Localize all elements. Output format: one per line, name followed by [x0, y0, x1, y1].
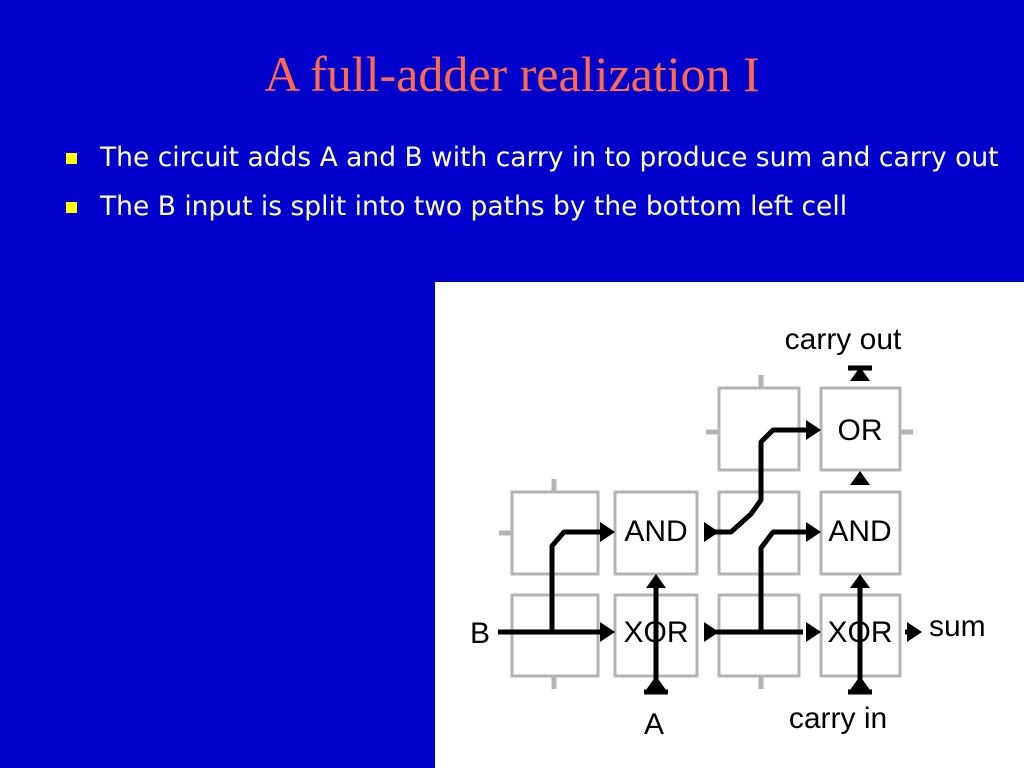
square-bullet-icon	[66, 202, 77, 213]
arrow-right	[806, 622, 821, 642]
arrow-right	[907, 622, 922, 642]
full-adder-svg: OR AND AND XOR XOR	[470, 323, 986, 741]
arrow-up	[850, 574, 870, 588]
cell-stubs	[499, 375, 913, 689]
arrow-up	[646, 676, 666, 690]
arrow-up	[646, 574, 666, 588]
wires	[498, 372, 911, 690]
io-labels: carry out sum carry in A B	[470, 323, 986, 741]
input-a-label: A	[644, 708, 664, 741]
arrow-right	[806, 420, 821, 440]
cell-and-right	[819, 490, 902, 576]
arrow-right	[704, 522, 719, 542]
cell-or	[819, 386, 902, 472]
wire-and-to-or	[712, 427, 813, 535]
arrowheads	[600, 365, 922, 695]
wire-b-split	[549, 529, 607, 632]
arrow-right	[600, 522, 615, 542]
sum-label: sum	[929, 610, 986, 643]
arrow-up	[850, 367, 870, 381]
bullet-item: The circuit adds A and B with carry in t…	[62, 138, 1022, 177]
bullet-item: The B input is split into two paths by t…	[62, 187, 1022, 226]
cell-bottom-left	[510, 593, 600, 678]
carry-in-label: carry in	[789, 702, 887, 735]
cell-label: AND	[624, 515, 687, 548]
bullet-text: The B input is split into two paths by t…	[100, 191, 848, 222]
cell-label: AND	[828, 515, 891, 548]
cell-label: OR	[838, 414, 883, 447]
bullet-list: The circuit adds A and B with carry in t…	[62, 138, 1022, 236]
arrow-right	[600, 622, 615, 642]
input-b-label: B	[470, 617, 490, 650]
carry-out-label: carry out	[785, 323, 902, 356]
wire-xor-split	[758, 529, 813, 632]
arrow-up	[850, 471, 870, 485]
full-adder-diagram: OR AND AND XOR XOR	[435, 282, 1024, 768]
arrow-right	[806, 522, 821, 542]
bullet-text: The circuit adds A and B with carry in t…	[100, 142, 999, 173]
arrow-right	[704, 622, 719, 642]
arrow-up	[850, 676, 870, 690]
slide-title: A full-adder realization I	[264, 46, 760, 102]
square-bullet-icon	[66, 153, 77, 164]
